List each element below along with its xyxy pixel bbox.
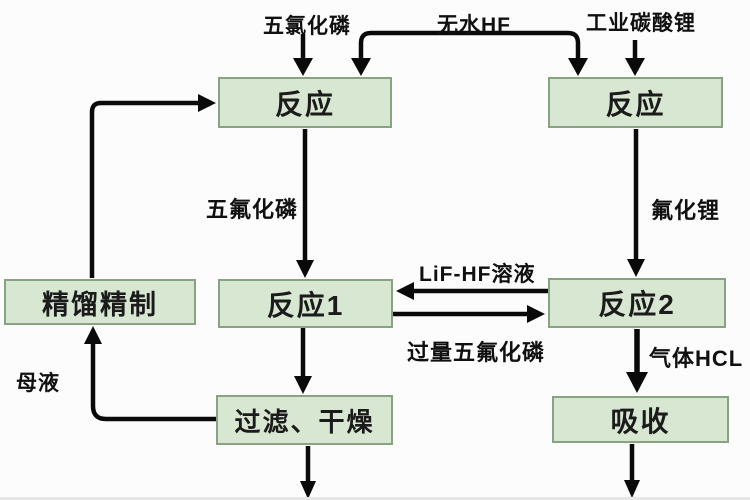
label-lif: 氟化锂 <box>651 198 721 223</box>
node-reaction-1: 反应1 <box>218 279 393 328</box>
node-label: 反应 <box>274 88 335 120</box>
node-refining: 精馏精制 <box>4 279 196 325</box>
arrow-filter-out-icon <box>300 446 316 499</box>
node-reaction-2: 反应2 <box>548 278 726 328</box>
label-pcl5: 五氯化磷 <box>263 15 351 38</box>
label-pf5: 五氟化磷 <box>206 197 299 222</box>
label-hcl-gas: 气体HCL <box>649 346 744 371</box>
arrow-hf-pipe-icon <box>351 30 588 76</box>
arrow-pcl5-down-icon <box>293 34 313 76</box>
arrow-refine-to-reaction-icon <box>89 94 216 278</box>
node-filter-dry: 过滤、干燥 <box>216 395 393 445</box>
node-label: 吸收 <box>610 405 671 437</box>
arrow-excess-pf5-right-icon <box>393 305 545 323</box>
label-li2co3: 工业碳酸锂 <box>586 12 696 35</box>
arrow-pf5-down-icon <box>296 129 314 278</box>
arrow-lif-down-icon <box>627 129 645 277</box>
node-label: 精馏精制 <box>42 289 158 320</box>
label-lif-hf-solution: LiF-HF溶液 <box>419 263 536 286</box>
node-absorption: 吸收 <box>552 396 729 443</box>
bottom-edge-strip <box>0 497 750 500</box>
arrow-react1-to-filter-icon <box>294 328 312 394</box>
node-label: 过滤、干燥 <box>234 406 375 437</box>
node-label: 反应 <box>605 88 666 120</box>
label-anhydrous-hf: 无水HF <box>437 14 511 37</box>
label-excess-pf5: 过量五氟化磷 <box>407 340 546 365</box>
node-label: 反应2 <box>598 289 676 320</box>
label-mother-liquor: 母液 <box>16 372 60 395</box>
arrow-mother-liquor-icon <box>84 326 216 422</box>
arrow-absorb-out-icon <box>624 444 640 498</box>
node-label: 反应1 <box>266 289 345 321</box>
arrow-lifhf-left-icon <box>396 282 548 300</box>
node-reaction-left: 反应 <box>218 77 392 128</box>
arrow-react2-to-absorb-icon <box>626 329 648 393</box>
node-reaction-right: 反应 <box>548 77 723 128</box>
arrow-li2co3-down-icon <box>625 40 645 76</box>
